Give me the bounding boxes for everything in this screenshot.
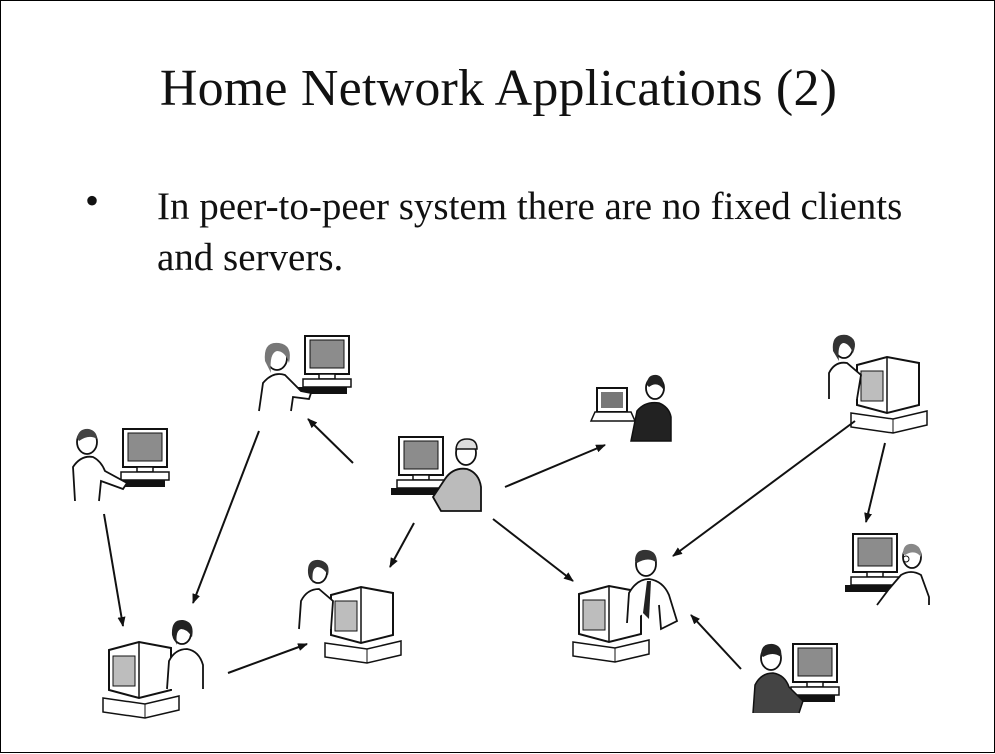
- arrow-topright-to-right: [864, 442, 886, 523]
- arrow-center-to-laptop: [504, 444, 606, 488]
- peer-computer-center: [390, 436, 482, 512]
- bullet-text: In peer-to-peer system there are no fixe…: [157, 185, 903, 279]
- peer-laptop-top: [589, 374, 672, 442]
- peer-computer-middle-lower: [298, 559, 402, 664]
- arrow-bottomright-to-center-bottom: [690, 614, 742, 670]
- arrow-topleft-to-bottom-left: [192, 430, 260, 604]
- peer-computer-right: [844, 533, 930, 606]
- peer-computer-left: [72, 428, 170, 502]
- peer-computer-center-bottom: [572, 549, 679, 663]
- peer-computer-top-right: [828, 334, 928, 434]
- peer-computer-top-left: [258, 335, 352, 412]
- arrow-bottomleft-to-middle-lower: [227, 643, 308, 674]
- slide-title: Home Network Applications (2): [159, 60, 838, 117]
- arrow-center-to-topleft: [307, 418, 354, 464]
- peer-computer-bottom-left: [102, 619, 204, 719]
- arrow-center-to-center-bottom: [492, 518, 574, 582]
- bullet-marker: •: [85, 178, 100, 223]
- peer-computer-bottom-right: [752, 643, 840, 714]
- arrow-left-to-bottom-left: [103, 513, 126, 627]
- arrow-center-to-middle-lower: [389, 522, 415, 568]
- arrow-topright-to-center-bottom: [672, 420, 856, 557]
